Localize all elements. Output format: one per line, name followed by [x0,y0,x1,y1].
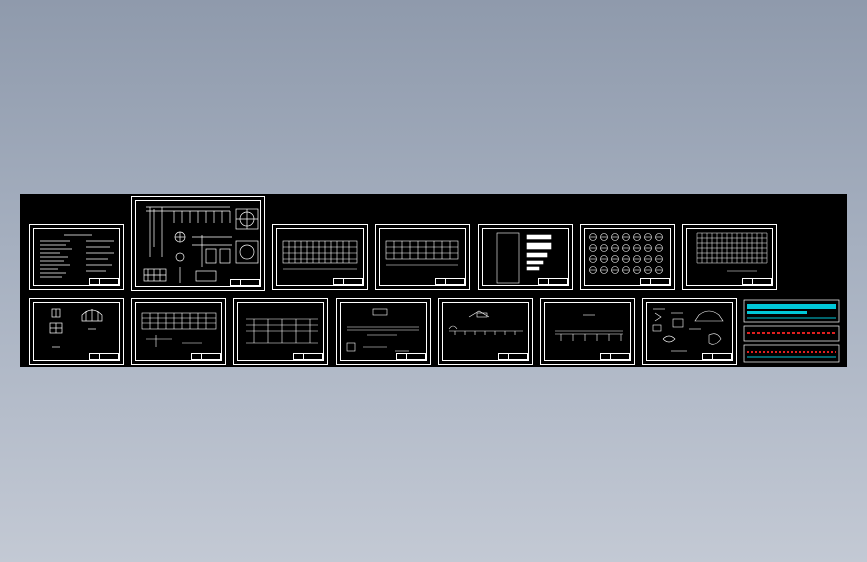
sheet-frame [544,302,631,361]
sheet-frame [135,302,222,361]
title-block [702,353,732,360]
sheet-content-nodes [589,233,663,274]
title-block [600,353,630,360]
sheet-content-blocks [496,232,552,284]
sheet-frame [135,200,261,287]
sheet-frame [584,228,671,286]
title-block [89,278,119,285]
sheet-content-elevation [246,318,318,344]
legend-strips [743,299,840,363]
title-block [333,278,363,285]
title-block [742,278,772,285]
drawing-sheet-nodes-grid[interactable] [580,224,675,290]
drawing-sheet-section-1[interactable] [336,298,431,365]
drawing-sheet-section-3[interactable] [540,298,635,365]
drawing-sheet-notes[interactable] [29,224,124,290]
sheet-content-elevation [385,240,459,266]
sheet-content-mesh [696,232,768,272]
drawing-sheet-details-2[interactable] [642,298,737,365]
title-block [293,353,323,360]
drawing-sheet-section-2[interactable] [438,298,533,365]
drawing-sheet-elevation-2[interactable] [375,224,470,290]
title-block [538,278,568,285]
title-block [640,278,670,285]
cad-model-space[interactable] [20,194,847,367]
title-block [89,353,119,360]
sheet-frame [482,228,569,286]
sheet-content-section [448,310,523,335]
title-block [435,278,465,285]
title-block [191,353,221,360]
sheet-content-notes [40,234,114,278]
sheet-content-plan-detail [143,206,259,283]
sheet-frame [442,302,529,361]
sheet-frame [237,302,324,361]
sheet-content-details [652,308,724,352]
sheet-frame [646,302,733,361]
drawing-sheet-mesh[interactable] [682,224,777,290]
sheet-content-elevation [141,312,217,347]
sheet-content-section [555,314,623,341]
drawing-sheet-plan-detail[interactable] [131,196,265,291]
sheet-content-details [49,308,103,348]
drawing-sheet-details-1[interactable] [29,298,124,365]
sheet-frame [340,302,427,361]
sheet-frame [686,228,773,286]
title-block [230,279,260,286]
title-block [396,353,426,360]
drawing-sheet-blocks[interactable] [478,224,573,290]
sheet-frame [33,302,120,361]
title-block [498,353,528,360]
sheet-frame [276,228,364,286]
drawing-sheet-elevation-3[interactable] [131,298,226,365]
drawing-sheet-elevation-1[interactable] [272,224,368,290]
sheet-frame [379,228,466,286]
sheet-frame [33,228,120,286]
sheet-content-section [346,308,419,352]
drawing-sheet-elevation-4[interactable] [233,298,328,365]
sheet-content-elevation [282,240,358,270]
legend-panel[interactable] [743,298,841,365]
